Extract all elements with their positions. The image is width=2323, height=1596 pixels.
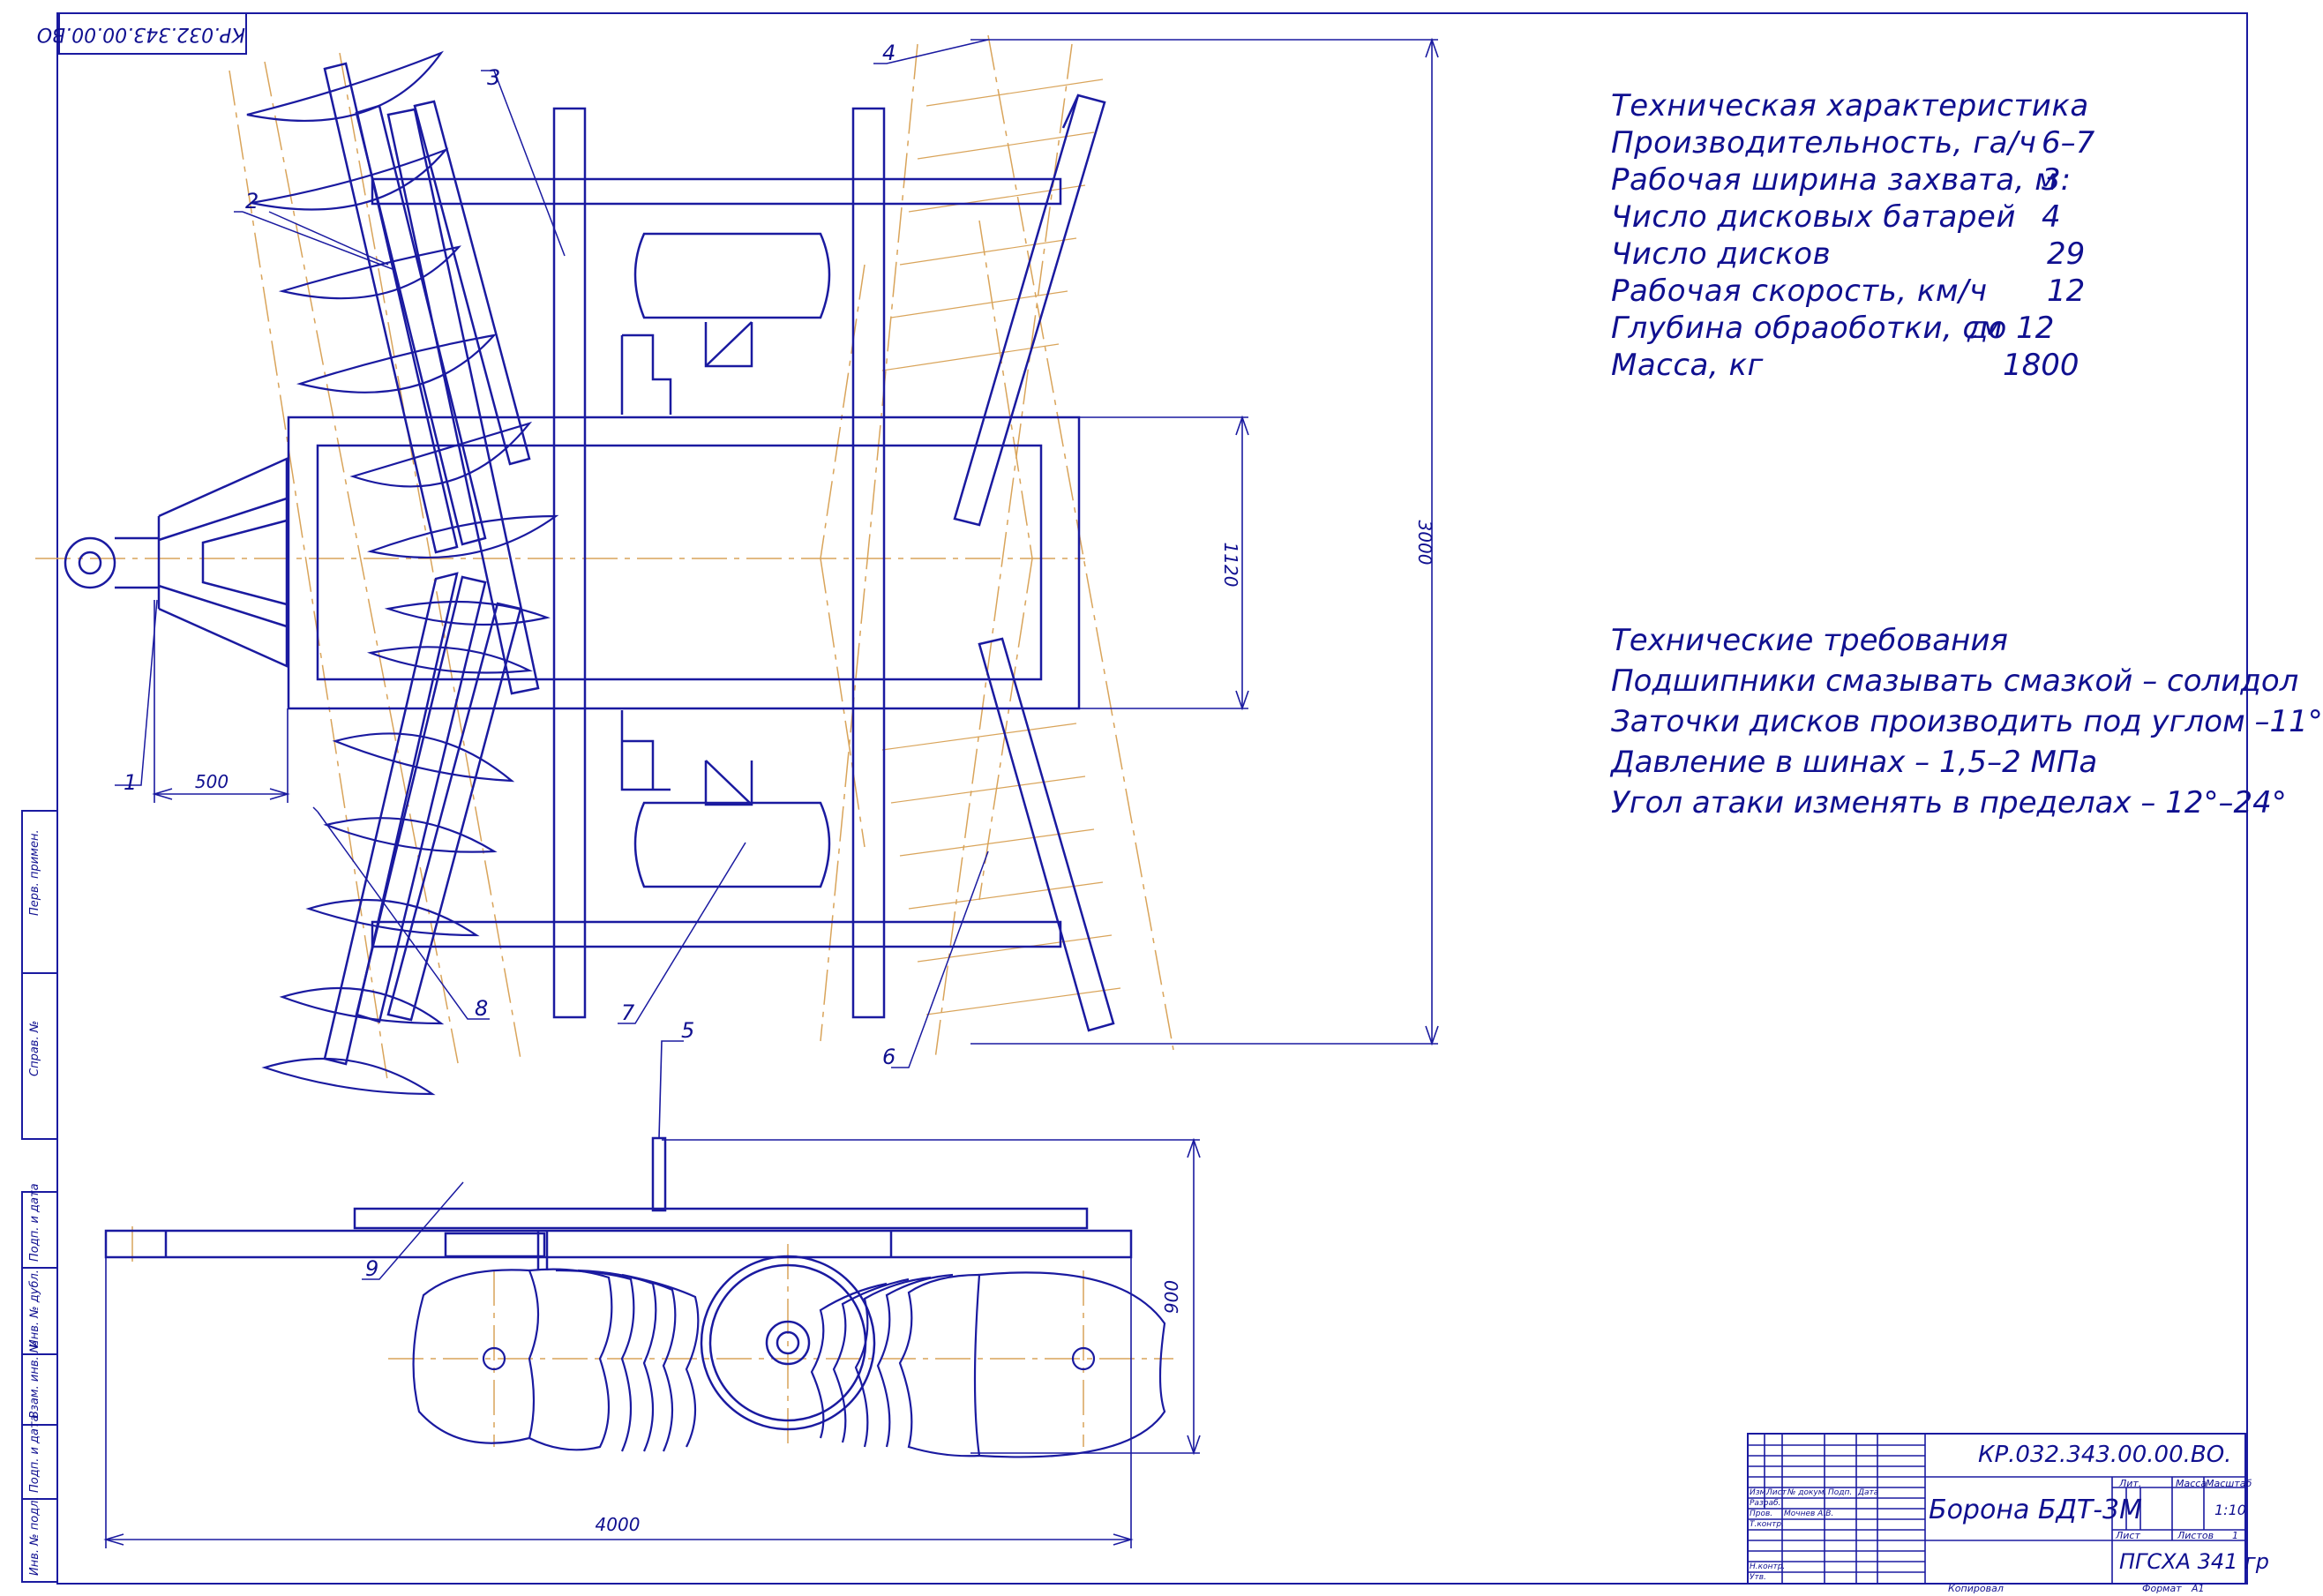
req-line-4: Угол атаки изменять в пределах – 12°–24°	[1611, 785, 2287, 820]
tb-col-mass: Масса	[2176, 1478, 2207, 1489]
tb-sheets-label: Листов	[2177, 1530, 2214, 1541]
spec-value-width: 3:	[2042, 162, 2072, 198]
tb-hdr-date: Дата	[1858, 1488, 1879, 1497]
spec-value-mass: 1800	[2003, 348, 2079, 383]
side-view-frame	[104, 1136, 1133, 1270]
axis-lines	[35, 34, 1174, 1086]
grid-lines	[881, 79, 1121, 1015]
callout-5: 5	[681, 1018, 694, 1043]
tb-doc-code: КР.032.343.00.00.ВО.	[1978, 1442, 2232, 1468]
tb-name: Борона БДТ-3М	[1929, 1495, 2143, 1525]
req-line-1: Подшипники смазывать смазкой – солидол	[1611, 663, 2299, 699]
dim-lines-side	[103, 1040, 1201, 1548]
callout-2: 2	[245, 189, 259, 214]
wheel-top-lower	[620, 710, 831, 888]
side-strip-upper: Перв. примен. Справ. №	[21, 810, 58, 1140]
spec-label-speed: Рабочая скорость, км/ч	[1611, 273, 1988, 309]
callout-4: 4	[882, 41, 895, 65]
req-heading: Технические требования	[1611, 623, 2008, 658]
spec-label-batteries: Число дисковых батарей	[1611, 199, 2016, 235]
wheel-top-upper	[620, 232, 831, 415]
spec-label-discs: Число дисков	[1611, 236, 1832, 272]
main-frame	[287, 107, 1081, 1019]
specs-heading: Техническая характеристика	[1611, 88, 2089, 124]
callout-6: 6	[882, 1045, 895, 1069]
tb-scale: 1:10	[2214, 1502, 2246, 1518]
spec-label-productivity: Производительность, га/ч	[1611, 125, 2037, 161]
harrow-drawing: 500 1120 3000 900 4000 1 2 3 4 5 6 7 8 9	[35, 34, 1439, 1548]
drawing-frame	[56, 12, 2248, 1585]
dim-1120: 1120	[1220, 543, 1241, 588]
tb-copied: Копировал	[1948, 1583, 2004, 1594]
tb-role-approved: Утв.	[1750, 1573, 1766, 1582]
dim-4000: 4000	[596, 1514, 641, 1535]
spec-value-productivity: 6–7	[2042, 125, 2095, 161]
req-line-3: Давление в шинах – 1,5–2 МПа	[1611, 745, 2098, 780]
tb-sheet-label: Лист	[2116, 1530, 2140, 1541]
tb-sheets-count: 1	[2232, 1530, 2238, 1541]
spec-label-mass: Масса, кг	[1611, 348, 1764, 383]
tb-role-tcontrol: Т.контр.	[1750, 1520, 1785, 1529]
right-gang	[953, 94, 1115, 1032]
dim-900: 900	[1161, 1280, 1182, 1314]
dim-500: 500	[195, 771, 229, 792]
callout-3: 3	[487, 65, 500, 90]
side-view-axes	[131, 1226, 1173, 1447]
tb-org: ПГСХА 341 гр	[2119, 1549, 2269, 1574]
req-line-2: Заточки дисков производить под углом –11…	[1611, 704, 2323, 739]
side-discs-right	[810, 1271, 1166, 1458]
tech-requirements: Технические требования Подшипники смазыв…	[1611, 623, 2323, 826]
tb-hdr-sign: Подп.	[1828, 1488, 1853, 1497]
side-strip-lower: Подп. и дата Инв. № дубл. Взам. инв. № П…	[21, 1183, 58, 1583]
tb-hdr-sheet: Лист	[1766, 1488, 1787, 1497]
title-block: КР.032.343.00.00.ВО. Борона БДТ-3М Лит. …	[1747, 1433, 2269, 1585]
callout-7: 7	[621, 1000, 635, 1025]
dim-lines-top	[152, 37, 1439, 1046]
stamp-box: КР.032.343.00.00.ВО	[37, 12, 247, 55]
spec-value-speed: 12	[2047, 273, 2086, 309]
callout-1: 1	[124, 770, 137, 795]
tb-role-checker: Пров.	[1750, 1510, 1773, 1518]
side-discs-left	[412, 1268, 700, 1452]
disc-battery-left	[246, 50, 559, 1096]
tb-hdr-change: Изм.	[1750, 1488, 1769, 1497]
spec-value-depth: до 12	[1967, 311, 2055, 346]
tb-role-ncontrol: Н.контр.	[1750, 1562, 1786, 1571]
spec-value-discs: 29	[2047, 236, 2086, 272]
tb-checker-name: Мочнев А.В.	[1784, 1510, 1834, 1518]
leader-lines	[115, 39, 989, 1280]
tb-role-developer: Разраб.	[1750, 1499, 1781, 1508]
dim-3000: 3000	[1414, 521, 1435, 566]
callout-8: 8	[475, 996, 488, 1021]
spec-label-depth: Глубина обраоботки, см	[1611, 311, 2003, 346]
tb-format-label: Формат	[2142, 1583, 2182, 1594]
tb-hdr-docno: № докум.	[1787, 1488, 1827, 1497]
tb-col-lit: Лит.	[2119, 1478, 2142, 1489]
tb-col-scale: Масштаб	[2206, 1478, 2252, 1489]
drawing-sheet: КР.032.343.00.00.ВО Перв. примен. Справ.…	[21, 12, 2323, 1594]
callout-9: 9	[365, 1256, 378, 1281]
hitch	[64, 457, 289, 668]
spec-label-width: Рабочая ширина захвата, м	[1611, 162, 2058, 198]
spec-value-batteries: 4	[2042, 199, 2061, 235]
tb-format: А1	[2192, 1583, 2205, 1594]
tech-specs: Техническая характеристика Производитель…	[1611, 88, 2229, 406]
